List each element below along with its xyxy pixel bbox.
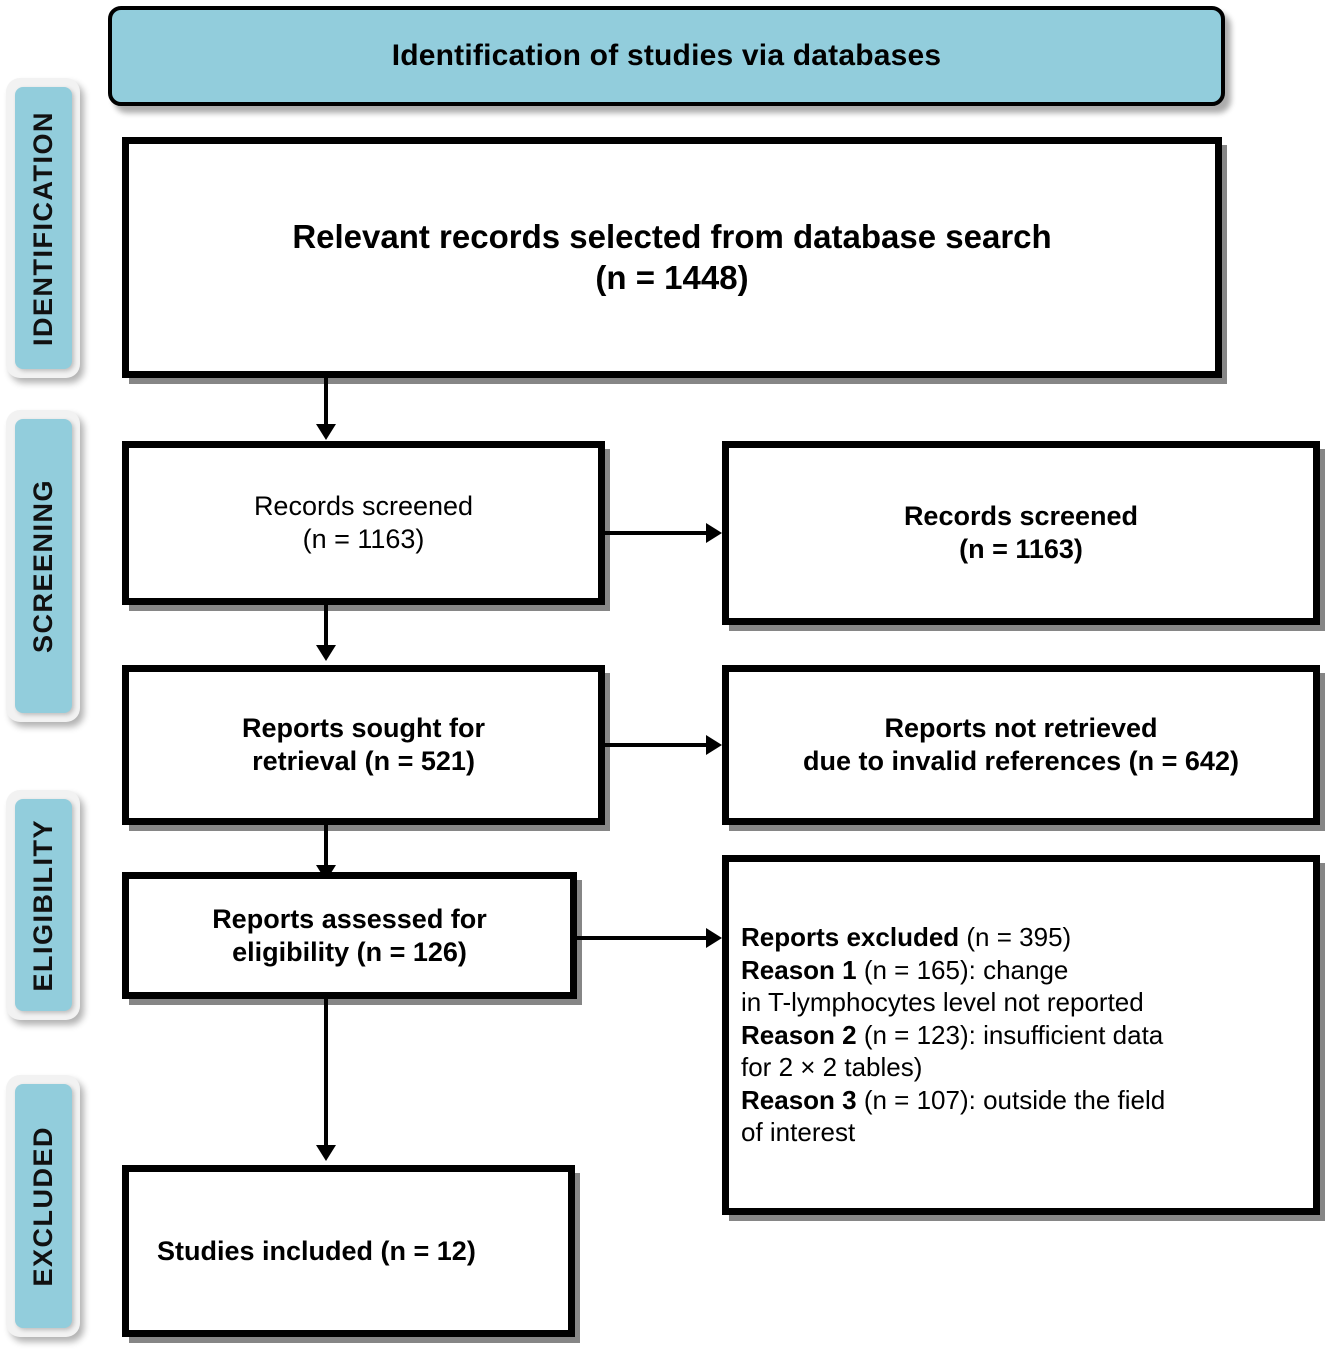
connector-assessed-to-included	[324, 999, 328, 1147]
stage-tab-eligibility-label: ELIGIBILITY	[28, 818, 58, 992]
stage-tab-identification-panel: IDENTIFICATION	[15, 87, 72, 369]
stage-tab-eligibility-panel: ELIGIBILITY	[15, 799, 72, 1011]
node-records-screened: Records screened (n = 1163)	[122, 441, 605, 605]
excluded-reason-1-rest: (n = 165): change	[856, 954, 1069, 985]
excluded-reason-3-bold: Reason 3	[741, 1084, 857, 1115]
excluded-reason-1-line: Reason 1 (n = 165): change	[741, 954, 1165, 987]
stage-tab-screening: SCREENING	[6, 410, 80, 722]
arrow-assessed-to-included	[316, 1145, 336, 1161]
stage-tab-excluded: EXCLUDED	[6, 1075, 80, 1337]
excluded-reason-2-rest: (n = 123): insufficient data	[856, 1019, 1164, 1050]
node-reports-sought: Reports sought for retrieval (n = 521)	[122, 665, 605, 825]
node-studies-included-label: Studies included (n = 12)	[157, 1235, 476, 1266]
connector-identified-to-screened	[324, 378, 328, 426]
node-records-screened-right: Records screened (n = 1163)	[722, 441, 1320, 625]
node-reports-sought-label: Reports sought for retrieval (n = 521)	[242, 713, 485, 776]
excluded-reason-3-line: Reason 3 (n = 107): outside the field	[741, 1084, 1165, 1117]
connector-screened-to-screened-right	[605, 531, 710, 535]
banner-identification-via-databases: Identification of studies via databases	[108, 6, 1225, 106]
connector-sought-to-assessed	[324, 825, 328, 867]
excluded-reason-1-bold: Reason 1	[741, 954, 857, 985]
excluded-reason-3-rest: (n = 107): outside the field	[856, 1084, 1166, 1115]
excluded-reason-1-cont: in T-lymphocytes level not reported	[741, 987, 1144, 1018]
node-reports-not-retrieved-label: Reports not retrieved due to invalid ref…	[803, 713, 1239, 776]
stage-tab-excluded-label: EXCLUDED	[28, 1125, 58, 1287]
arrow-screened-to-sought	[316, 645, 336, 661]
excluded-reason-2-cont: for 2 × 2 tables)	[741, 1052, 923, 1083]
excluded-heading-rest: (n = 395)	[959, 922, 1072, 953]
node-records-identified-label: Relevant records selected from database …	[292, 218, 1052, 296]
node-reports-excluded-content: Reports excluded (n = 395) Reason 1 (n =…	[741, 921, 1165, 1149]
arrow-sought-to-not-retrieved	[706, 735, 722, 755]
node-reports-excluded: Reports excluded (n = 395) Reason 1 (n =…	[722, 855, 1320, 1215]
node-reports-assessed: Reports assessed for eligibility (n = 12…	[122, 872, 577, 999]
node-reports-not-retrieved: Reports not retrieved due to invalid ref…	[722, 665, 1320, 825]
excluded-heading-bold: Reports excluded	[741, 922, 960, 953]
stage-tab-excluded-panel: EXCLUDED	[15, 1084, 72, 1328]
arrow-screened-to-screened-right	[706, 523, 722, 543]
stage-tab-identification-label: IDENTIFICATION	[28, 110, 58, 346]
arrow-assessed-to-excluded	[706, 928, 722, 948]
node-records-screened-right-label: Records screened (n = 1163)	[903, 501, 1139, 564]
excluded-reason-2-bold: Reason 2	[741, 1019, 857, 1050]
node-records-identified: Relevant records selected from database …	[122, 137, 1222, 378]
node-records-screened-label: Records screened (n = 1163)	[253, 491, 474, 554]
stage-tab-screening-label: SCREENING	[28, 478, 58, 654]
connector-assessed-to-excluded	[577, 936, 710, 940]
excluded-heading-line: Reports excluded (n = 395)	[741, 921, 1165, 954]
excluded-reason-3-cont: of interest	[741, 1117, 856, 1148]
connector-screened-to-sought	[324, 605, 328, 647]
node-studies-included: Studies included (n = 12)	[122, 1165, 575, 1337]
node-reports-assessed-label: Reports assessed for eligibility (n = 12…	[212, 903, 487, 967]
stage-tab-identification: IDENTIFICATION	[6, 78, 80, 378]
excluded-reason-2-line: Reason 2 (n = 123): insufficient data	[741, 1019, 1165, 1052]
arrow-identified-to-screened	[316, 424, 336, 440]
stage-tab-screening-panel: SCREENING	[15, 419, 72, 713]
stage-tab-eligibility: ELIGIBILITY	[6, 790, 80, 1020]
connector-sought-to-not-retrieved	[605, 743, 710, 747]
banner-title: Identification of studies via databases	[391, 39, 942, 72]
